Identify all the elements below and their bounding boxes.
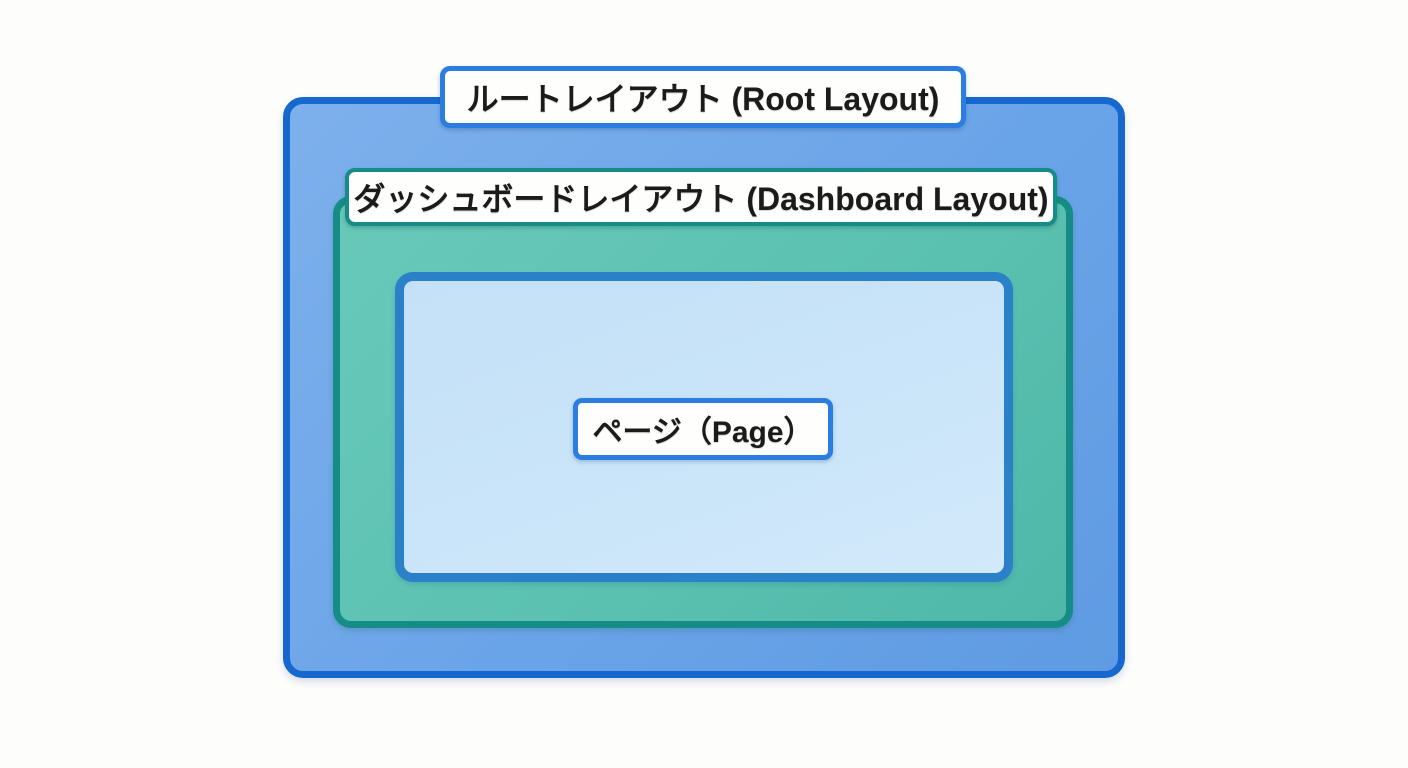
dashboard-layout-label-text: ダッシュボードレイアウト (Dashboard Layout) [353,181,1049,217]
root-layout-label: ルートレイアウト (Root Layout) [440,66,966,128]
root-layout-label-text: ルートレイアウト (Root Layout) [466,81,940,117]
page-label-text: ページ（Page） [592,416,814,449]
page-label: ページ（Page） [573,398,833,460]
dashboard-layout-label: ダッシュボードレイアウト (Dashboard Layout) [345,168,1057,226]
